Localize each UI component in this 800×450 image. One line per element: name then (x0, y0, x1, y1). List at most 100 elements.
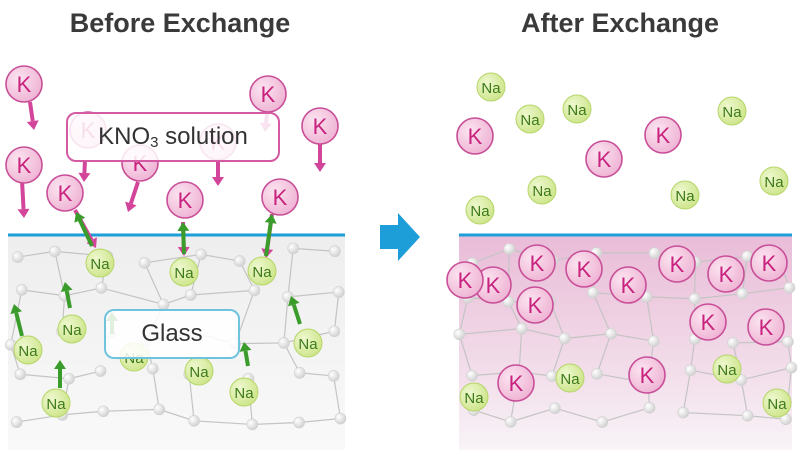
network-atom (138, 257, 151, 269)
sodium-symbol: Na (464, 390, 484, 407)
network-bond (459, 327, 522, 335)
sodium-ion-shape (459, 382, 489, 412)
sodium-ion: Na (184, 356, 214, 386)
sodium-ion-shape (229, 377, 259, 407)
sodium-ion-shape (169, 257, 199, 287)
network-atom (246, 418, 259, 431)
sodium-symbol: Na (717, 362, 737, 379)
potassium-ion-shape (46, 174, 84, 212)
potassium-ion-shape (166, 181, 204, 219)
sodium-arrow (54, 360, 66, 388)
network-atom (293, 367, 306, 379)
arrow-head (212, 177, 224, 186)
network-bond (152, 368, 160, 410)
arrow-shaft (78, 219, 94, 247)
potassium-ion-shape (707, 255, 745, 293)
sodium-symbol: Na (567, 102, 587, 119)
network-atom (643, 401, 656, 414)
network-atom (15, 284, 28, 296)
potassium-ion: K (585, 140, 623, 178)
network-atom (332, 286, 345, 298)
network-atom (647, 335, 660, 347)
potassium-symbol: K (577, 257, 592, 282)
potassium-ion-shape (609, 266, 647, 304)
network-atom (736, 287, 749, 300)
arrow-shaft (28, 101, 35, 122)
network-bond (741, 367, 792, 381)
network-atom (94, 365, 107, 377)
network-atom (504, 416, 517, 428)
sodium-ion-shape (476, 72, 506, 102)
sodium-ion: Na (459, 382, 489, 412)
sodium-symbol: Na (767, 396, 787, 413)
sodium-symbol: Na (18, 343, 38, 360)
network-bond (645, 296, 655, 342)
sodium-symbol: Na (470, 203, 490, 220)
potassium-symbol: K (701, 310, 716, 335)
arrow-head (74, 212, 86, 223)
arrow-head (54, 360, 66, 369)
sodium-arrow (10, 304, 24, 337)
sodium-ion-shape (465, 195, 495, 225)
ion-arrows (10, 101, 326, 388)
network-atom (727, 337, 739, 349)
sodium-symbol: Na (481, 80, 501, 97)
network-atom (591, 368, 603, 380)
sodium-ion: Na (293, 328, 323, 358)
network-atom (684, 364, 697, 376)
potassium-ion-shape (516, 286, 554, 324)
network-bond (299, 417, 341, 424)
sodium-symbol: Na (675, 188, 695, 205)
potassium-ion: K (456, 117, 494, 155)
network-bond (747, 415, 786, 420)
network-atom (688, 292, 701, 305)
sodium-ion-shape (759, 166, 789, 196)
network-atom (329, 245, 341, 258)
network-atom (293, 416, 305, 429)
network-atom (195, 248, 207, 261)
potassium-ion-shape (518, 244, 556, 282)
network-bond (473, 409, 511, 423)
potassium-symbol: K (509, 371, 524, 396)
sodium-ion: Na (515, 104, 545, 134)
arrow-shaft (64, 290, 72, 309)
potassium-ion-shape (658, 245, 696, 283)
network-atom (278, 337, 290, 349)
potassium-ion: K (46, 174, 84, 212)
arrow-head (78, 172, 91, 182)
potassium-ion-shape (747, 308, 785, 346)
arrow-head (17, 208, 30, 218)
arrow-head (288, 296, 300, 307)
network-atom (677, 406, 690, 419)
network-bond (62, 410, 104, 416)
potassium-ion: K (628, 356, 666, 394)
potassium-symbol: K (528, 293, 543, 318)
potassium-ion: K (249, 75, 287, 113)
sodium-symbol: Na (520, 112, 540, 129)
network-atom (10, 416, 23, 428)
network-bond (694, 293, 743, 300)
sodium-ion: Na (169, 257, 199, 287)
potassium-ion: K (516, 286, 554, 324)
potassium-ion-shape (301, 107, 339, 145)
sodium-ion-shape (717, 96, 747, 126)
sodium-symbol: Na (46, 396, 66, 413)
potassium-symbol: K (261, 82, 276, 107)
network-bond (287, 291, 339, 298)
network-bond (144, 253, 202, 264)
potassium-ion: K (166, 181, 204, 219)
network-bond (646, 296, 695, 300)
exchange-arrow (177, 222, 190, 255)
network-atom (146, 362, 159, 375)
potassium-ion: K (689, 303, 727, 341)
network-bond (103, 408, 160, 412)
network-atom (327, 370, 340, 382)
potassium-symbol: K (719, 262, 734, 287)
potassium-ion-shape (750, 244, 788, 282)
potassium-symbol: K (621, 273, 636, 298)
network-bond (252, 421, 300, 426)
sodium-ion: Na (229, 377, 259, 407)
potassium-arrow (78, 159, 91, 182)
potassium-ion: K (750, 244, 788, 282)
sodium-ion-shape (247, 256, 277, 286)
